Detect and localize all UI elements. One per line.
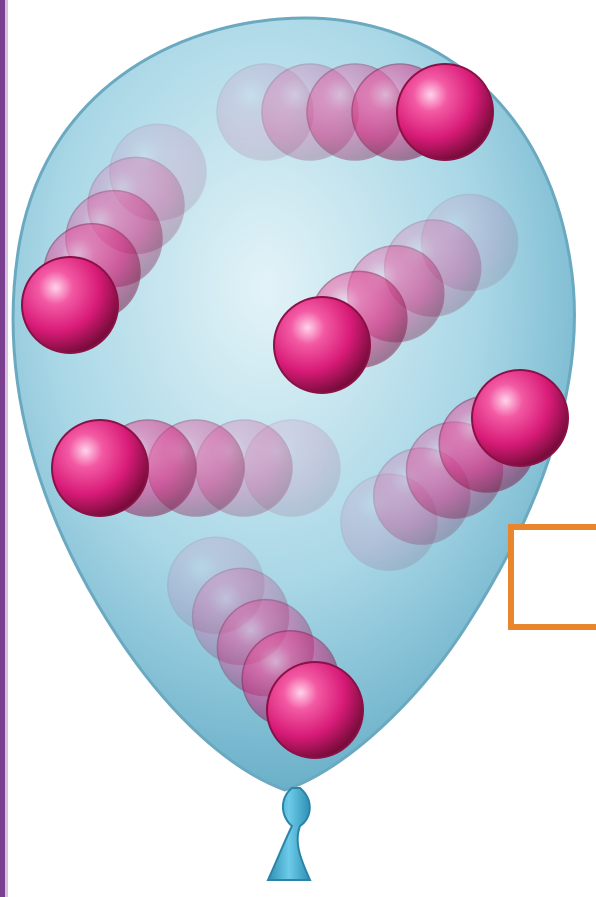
answer-box[interactable]: [508, 524, 596, 630]
gas-particle: [472, 370, 568, 466]
gas-particle: [397, 64, 493, 160]
gas-particle: [52, 420, 148, 516]
gas-particle: [274, 297, 370, 393]
balloon-knot: [268, 788, 310, 880]
gas-particle: [267, 662, 363, 758]
gas-particle: [22, 257, 118, 353]
